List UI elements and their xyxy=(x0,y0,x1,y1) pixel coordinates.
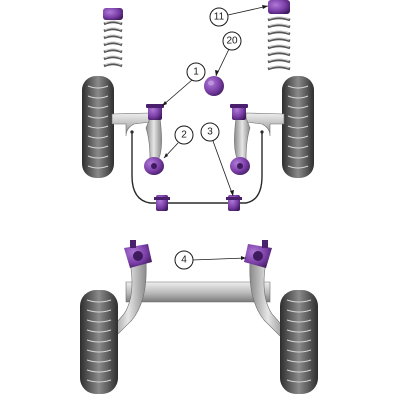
arrowhead-4 xyxy=(241,256,246,260)
leader-11 xyxy=(227,5,269,16)
callout-4-label: 4 xyxy=(181,255,187,266)
right-wishbone xyxy=(234,112,285,161)
front-wishbone-rear-bush-left xyxy=(144,157,164,175)
callout-1-label: 1 xyxy=(193,67,199,78)
callout-1-circle xyxy=(186,62,206,82)
arrowhead-2 xyxy=(164,153,168,158)
callout-4-circle xyxy=(174,250,194,270)
front-left-tyre xyxy=(82,76,114,178)
arrowhead-1 xyxy=(162,101,167,106)
arrowhead-20 xyxy=(215,70,219,76)
front-wishbone-front-bush-left xyxy=(146,104,164,120)
rear-axle-beam xyxy=(109,261,287,337)
rear-suspension xyxy=(80,240,318,394)
callouts: 11 20 1 2 3 4 xyxy=(161,5,269,270)
callout-20-label: 20 xyxy=(226,36,238,47)
rear-right-tyre xyxy=(280,290,318,394)
right-spring-top-mount-bush xyxy=(268,0,290,14)
front-anti-roll-bar xyxy=(130,130,264,204)
left-wishbone xyxy=(111,112,162,161)
rear-beam-bush-left xyxy=(124,240,152,268)
rear-left-tyre xyxy=(80,290,118,394)
engine-mount-insert xyxy=(204,76,224,96)
leader-3 xyxy=(212,140,234,197)
callout-20-circle xyxy=(222,31,242,51)
callout-2-label: 2 xyxy=(181,130,187,141)
leader-1 xyxy=(161,79,193,107)
arrowhead-3 xyxy=(230,190,234,196)
rear-beam-bush-right xyxy=(244,240,272,268)
leader-4 xyxy=(191,257,247,261)
arrowhead-11 xyxy=(262,5,268,9)
callout-2-circle xyxy=(174,125,194,145)
callout-11-circle xyxy=(209,7,229,27)
callout-3-label: 3 xyxy=(207,127,213,138)
left-spring-top-mount-bush xyxy=(103,8,123,20)
callout-11-label: 11 xyxy=(214,12,225,23)
anti-roll-bar-bush-right xyxy=(226,195,242,211)
front-right-tyre xyxy=(282,76,314,178)
front-wishbone-rear-bush-right xyxy=(230,157,250,175)
callout-3-circle xyxy=(200,122,220,142)
right-coil-spring xyxy=(267,0,291,71)
anti-roll-bar-bush-left xyxy=(154,195,170,211)
front-suspension xyxy=(82,0,314,211)
left-coil-spring xyxy=(103,8,123,68)
front-wishbone-front-bush-right xyxy=(230,104,248,120)
